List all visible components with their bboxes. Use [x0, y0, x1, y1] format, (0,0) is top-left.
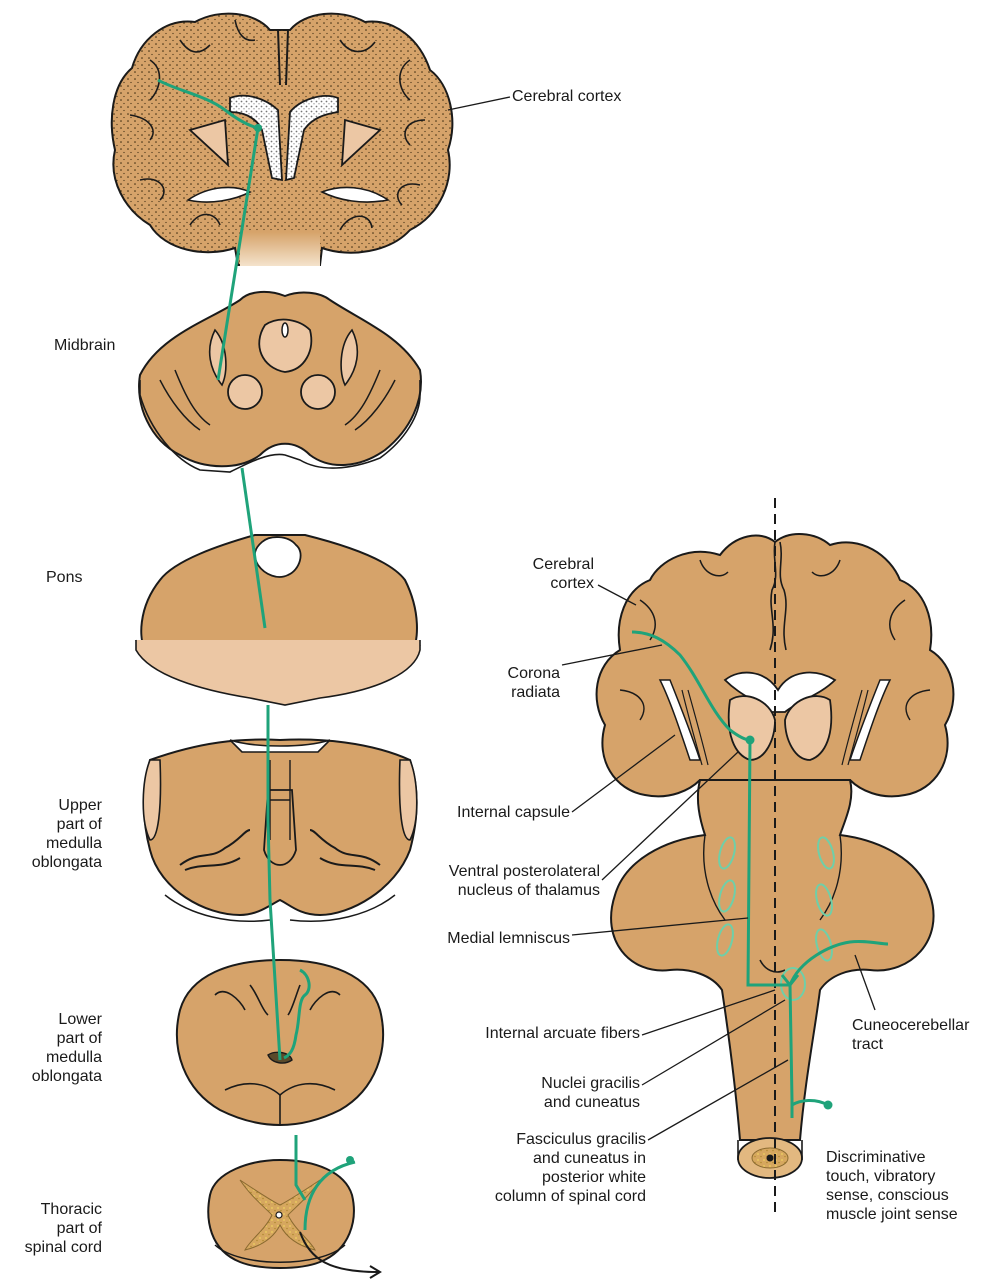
label-thoracic-spinal-cord: Thoracic part of spinal cord [24, 1201, 102, 1256]
label-cuneocerebellar-tract: Cuneocerebellar tract [852, 1017, 970, 1053]
label-nuclei-gracilis: Nuclei gracilis and cuneatus [541, 1075, 640, 1111]
label-upper-medulla: Upper part of medulla oblongata [31, 797, 102, 871]
receptor-dot-right [823, 1100, 833, 1110]
label-cerebral-cortex: Cerebral cortex [512, 88, 622, 105]
pathway-tract-left [157, 78, 356, 1231]
efferent-arrow [299, 1231, 379, 1273]
vpl-synapse-dot [745, 735, 755, 745]
thalamus-synapse-dot [254, 124, 262, 132]
upper-medulla-section [142, 738, 418, 923]
label-internal-capsule: Internal capsule [457, 804, 570, 821]
pons-section [135, 534, 421, 706]
leader-lines [447, 96, 876, 1141]
label-midbrain: Midbrain [54, 337, 116, 354]
label-pons: Pons [46, 569, 83, 586]
label-fasciculus-gracilis: Fasciculus gracilis and cuneatus in post… [494, 1131, 646, 1205]
label-lower-medulla: Lower part of medulla oblongata [31, 1011, 102, 1085]
label-corona-radiata: Corona radiata [507, 665, 560, 701]
label-ventral-posterolateral: Ventral posterolateral nucleus of thalam… [448, 863, 600, 899]
label-cerebral-cortex-right: Cerebral cortex [532, 556, 594, 592]
label-internal-arcuate-fibers: Internal arcuate fibers [485, 1025, 640, 1042]
label-discriminative-touch: Discriminative touch, vibratory sense, c… [826, 1149, 958, 1223]
pathway-tract-right [631, 630, 889, 1118]
cerebrum-coronal-section [110, 12, 454, 266]
arrowhead [369, 1265, 382, 1279]
brain-with-brainstem [595, 498, 955, 1215]
thoracic-spinal-cord-section [207, 1158, 355, 1269]
midbrain-section [138, 290, 422, 473]
label-medial-lemniscus: Medial lemniscus [447, 930, 570, 947]
receptor-dot-left [346, 1156, 354, 1164]
